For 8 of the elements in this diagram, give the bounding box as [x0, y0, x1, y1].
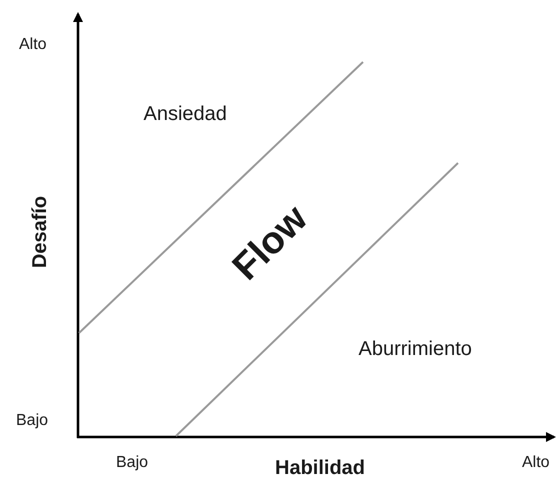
- axis-tick-label: Alto: [522, 455, 550, 471]
- axis-title: Desafío: [30, 196, 50, 268]
- region-label: Ansiedad: [144, 104, 227, 124]
- axis-title: Habilidad: [275, 458, 366, 477]
- region-label: Aburrimiento: [358, 339, 472, 359]
- axis-tick-label: Bajo: [116, 455, 148, 471]
- axis-tick-label: Alto: [19, 37, 47, 53]
- axis-tick-label: Bajo: [16, 413, 48, 429]
